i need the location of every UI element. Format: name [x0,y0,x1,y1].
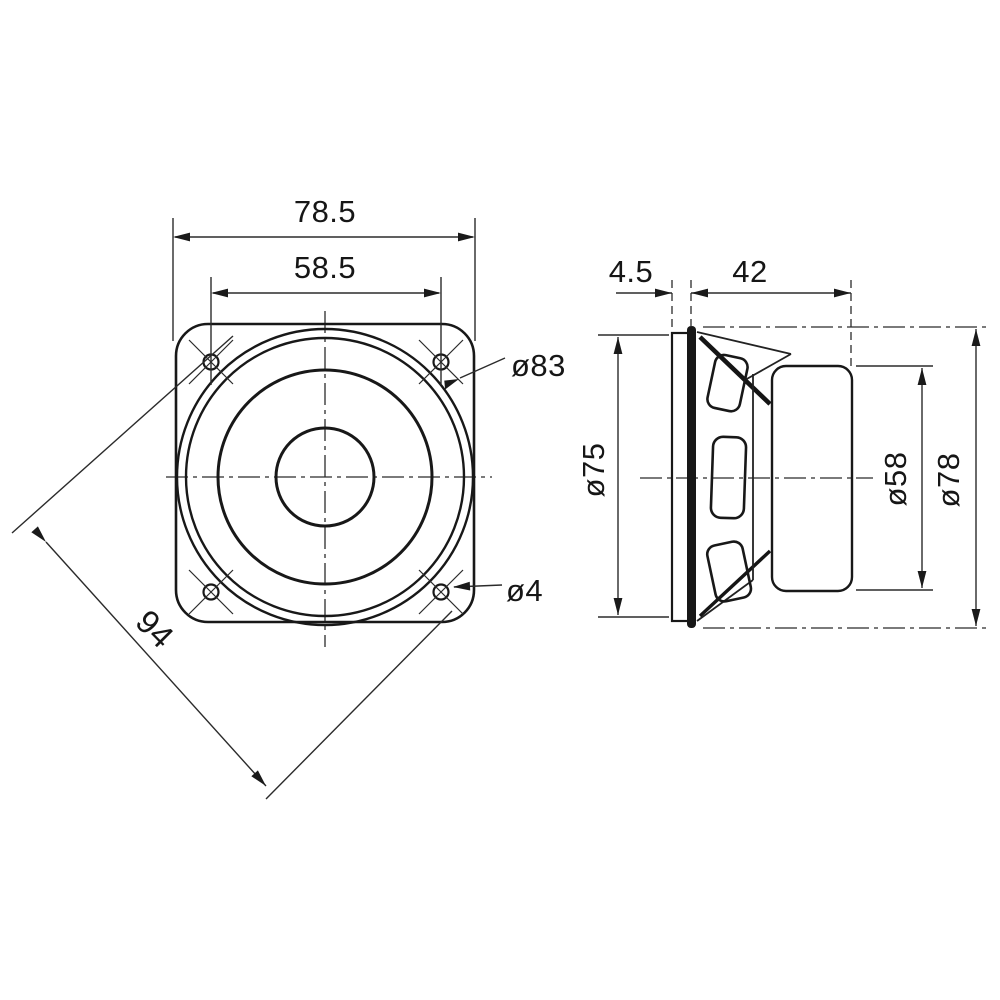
mounting-holes [188,339,464,615]
mounting-hole-label: ø4 [506,573,543,608]
magnet-body [770,364,854,593]
front-diameter-label: ø75 [576,443,611,498]
cone-bottom-edge [698,549,772,618]
flange-thickness-label: 4.5 [609,254,654,289]
dimension-mounting-depth: 42 [691,254,852,367]
vent-window-middle [709,435,748,520]
side-view [640,326,873,628]
surround-outer-circle [184,336,466,618]
magnet-diameter-label: ø58 [878,452,913,507]
vent-window-top [706,353,749,413]
mounting-hole-bottom-left [202,583,220,601]
dimension-diagonal: 94 [11,335,453,800]
mounting-hole-bottom-right [432,583,450,601]
hole-spacing-label: 58.5 [294,250,356,285]
dimension-hole-spacing: 58.5 [210,250,442,385]
dimension-overall-width: 78.5 [172,194,476,341]
rim-diameter-label: ø83 [511,348,566,383]
front-view [166,311,492,647]
rim-outer-circle [175,327,475,627]
dimension-front-diameter: ø75 [576,334,669,618]
diagonal-label: 94 [129,603,182,656]
cone-top-edge [698,335,772,406]
vent-window-bottom [705,540,753,603]
terminal-lug-line [696,331,792,355]
gasket-edge [687,326,696,628]
dimension-mounting-hole: ø4 [453,573,543,608]
dimension-rim-diameter: ø83 [444,348,566,390]
cone-circle [216,368,434,586]
overall-diameter-label: ø78 [931,453,966,508]
dust-cap-circle [274,426,376,528]
dimension-flange-thickness: 4.5 [609,254,692,332]
dimension-overall-diameter: ø78 [703,326,990,629]
dimension-magnet-diameter: ø58 [856,365,933,591]
overall-width-label: 78.5 [294,194,356,229]
mounting-depth-label: 42 [732,254,767,289]
